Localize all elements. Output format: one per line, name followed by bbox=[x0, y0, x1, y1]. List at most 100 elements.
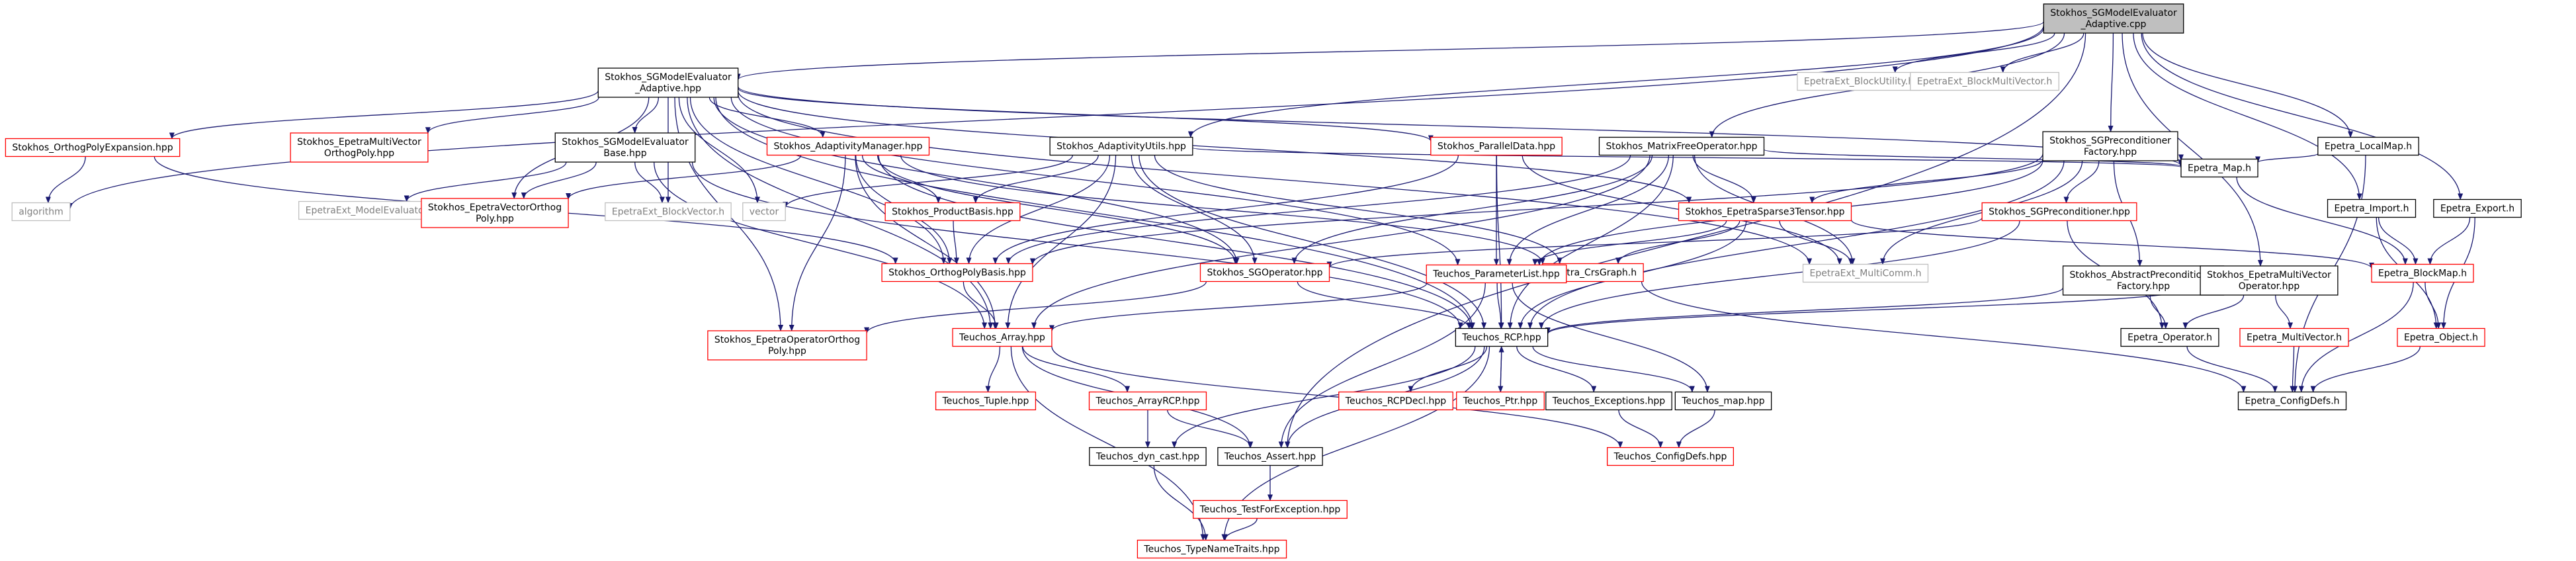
edge-mfop-to-paramlist bbox=[1506, 155, 1670, 266]
node-teuchos-rcp[interactable]: Teuchos_RCP.hpp bbox=[1455, 327, 1549, 347]
node-label: Stokhos_AdaptivityManager.hpp bbox=[774, 142, 923, 152]
node-box bbox=[2062, 265, 2225, 296]
node-teuchos-exc[interactable]: Teuchos_Exceptions.hpp bbox=[1545, 391, 1672, 411]
node-paramlist[interactable]: Teuchos_ParameterList.hpp bbox=[1426, 264, 1567, 284]
edge-paralleldata-to-orthopolybasis bbox=[992, 155, 1459, 265]
edge-paramlist-to-teuchos-map bbox=[1512, 282, 1710, 393]
node-ep-import[interactable]: Epetra_Import.h bbox=[2327, 198, 2417, 218]
edge-root-to-ep-import bbox=[2133, 32, 2362, 200]
node-adaptutils[interactable]: Stokhos_AdaptivityUtils.hpp bbox=[1049, 136, 1193, 156]
node-teuchos-map[interactable]: Teuchos_map.hpp bbox=[1674, 391, 1772, 411]
node-teuchos-testexc[interactable]: Teuchos_TestForException.hpp bbox=[1193, 499, 1348, 519]
node-vector[interactable]: vector bbox=[742, 202, 786, 222]
node-epsparse3[interactable]: Stokhos_EpetraSparse3Tensor.hpp bbox=[1678, 202, 1852, 222]
node-label: EpetraExt_MultiComm.h bbox=[1810, 269, 1922, 279]
node-teuchos-arrayrcp[interactable]: Teuchos_ArrayRCP.hpp bbox=[1088, 391, 1207, 411]
node-box bbox=[2200, 265, 2339, 296]
node-label: Teuchos_ParameterList.hpp bbox=[1432, 269, 1560, 280]
edge-adaptmgr-to-epop-orthopoly bbox=[789, 155, 846, 331]
node-ep-blockmap[interactable]: Epetra_BlockMap.h bbox=[2371, 263, 2474, 283]
node-epext-blockvec[interactable]: EpetraExt_BlockVector.h bbox=[605, 202, 732, 222]
node-algorithm[interactable]: algorithm bbox=[11, 202, 71, 222]
node-box bbox=[1456, 391, 1545, 411]
node-box bbox=[5, 138, 181, 157]
node-label: Stokhos_SGOperator.hpp bbox=[1207, 268, 1323, 279]
node-epext-me[interactable]: EpetraExt_ModelEvaluator.h bbox=[298, 200, 443, 220]
edge-root-to-adaptutils bbox=[1188, 27, 2044, 138]
node-sgop[interactable]: Stokhos_SGOperator.hpp bbox=[1199, 263, 1330, 282]
node-teuchos-tuple[interactable]: Teuchos_Tuple.hpp bbox=[935, 391, 1037, 411]
edge-root-to-sgme-adapt-hpp bbox=[736, 21, 2044, 81]
node-mfop[interactable]: Stokhos_MatrixFreeOperator.hpp bbox=[1598, 136, 1765, 156]
node-box bbox=[1545, 391, 1672, 411]
edge-epmv-op-to-ep-operator bbox=[2182, 294, 2245, 329]
edge-ep-object-to-ep-configdefs bbox=[2310, 346, 2421, 393]
node-teuchos-array[interactable]: Teuchos_Array.hpp bbox=[952, 327, 1052, 347]
node-ep-export[interactable]: Epetra_Export.h bbox=[2433, 198, 2522, 218]
node-epext-blockmv[interactable]: EpetraExt_BlockMultiVector.h bbox=[1910, 71, 2059, 91]
node-adaptmgr[interactable]: Stokhos_AdaptivityManager.hpp bbox=[766, 136, 930, 156]
node-box bbox=[707, 330, 867, 361]
edge-ep-map-to-ep-blockmap bbox=[2236, 177, 2408, 265]
node-ep-operator[interactable]: Epetra_Operator.h bbox=[2120, 327, 2219, 347]
node-teuchos-typename[interactable]: Teuchos_TypeNameTraits.hpp bbox=[1137, 539, 1287, 559]
node-teuchos-configdefs[interactable]: Teuchos_ConfigDefs.hpp bbox=[1606, 447, 1735, 466]
edge-sgme-base-to-teuchos-array bbox=[654, 161, 988, 329]
node-epext-blockutil[interactable]: EpetraExt_BlockUtility.h bbox=[1797, 71, 1921, 91]
node-ep-object[interactable]: Epetra_Object.h bbox=[2397, 327, 2485, 347]
node-ep-localmap[interactable]: Epetra_LocalMap.h bbox=[2317, 136, 2419, 156]
node-box bbox=[2043, 3, 2184, 34]
node-box bbox=[1598, 136, 1765, 156]
node-box bbox=[298, 200, 443, 220]
node-absprec-fact[interactable]: Stokhos_AbstractPreconditionerFactory.hp… bbox=[2062, 265, 2225, 296]
edge-adaptutils-to-orthopolybasis bbox=[966, 155, 1111, 265]
node-sgme-adapt-hpp[interactable]: Stokhos_SGModelEvaluator_Adaptive.hpp bbox=[597, 67, 739, 98]
edge-sgme-adapt-hpp-to-orthopolybasis bbox=[689, 97, 947, 265]
node-epext-multicomm[interactable]: EpetraExt_MultiComm.h bbox=[1802, 263, 1929, 283]
edge-adaptmgr-to-teuchos-array bbox=[855, 155, 998, 329]
node-label: Stokhos_AbstractPreconditioner bbox=[2070, 270, 2217, 280]
node-box bbox=[1797, 71, 1921, 91]
node-ep-multivector[interactable]: Epetra_MultiVector.h bbox=[2239, 327, 2349, 347]
node-label: Epetra_Object.h bbox=[2404, 333, 2478, 343]
node-label: Factory.hpp bbox=[2084, 147, 2137, 157]
node-box bbox=[881, 263, 1033, 282]
node-box bbox=[1981, 202, 2137, 222]
node-teuchos-ptr[interactable]: Teuchos_Ptr.hpp bbox=[1456, 391, 1545, 411]
node-rcpdecl[interactable]: Teuchos_RCPDecl.hpp bbox=[1338, 391, 1453, 411]
node-box bbox=[1199, 263, 1330, 282]
node-prodbasis[interactable]: Stokhos_ProductBasis.hpp bbox=[884, 202, 1021, 222]
node-teuchos-dyncast[interactable]: Teuchos_dyn_cast.hpp bbox=[1089, 447, 1207, 466]
node-label: Stokhos_AdaptivityUtils.hpp bbox=[1056, 142, 1186, 152]
edge-sgprec-fact-to-teuchos-rcp bbox=[1527, 160, 2065, 329]
node-label: Base.hpp bbox=[603, 148, 646, 159]
node-ep-map[interactable]: Epetra_Map.h bbox=[2180, 158, 2258, 178]
node-box bbox=[884, 202, 1021, 222]
node-box bbox=[1910, 71, 2059, 91]
node-ep-configdefs[interactable]: Epetra_ConfigDefs.h bbox=[2237, 391, 2347, 411]
node-paralleldata[interactable]: Stokhos_ParallelData.hpp bbox=[1430, 136, 1563, 156]
node-box bbox=[2237, 391, 2347, 411]
node-label: Stokhos_OrthogPolyBasis.hpp bbox=[888, 268, 1026, 279]
edge-epmv-op-to-ep-multivector bbox=[2275, 294, 2294, 329]
node-label: Stokhos_SGModelEvaluator bbox=[2050, 8, 2177, 19]
node-box bbox=[290, 132, 429, 163]
node-sgprec[interactable]: Stokhos_SGPreconditioner.hpp bbox=[1981, 202, 2137, 222]
edge-root-to-algorithm bbox=[67, 24, 2044, 210]
node-teuchos-assert[interactable]: Teuchos_Assert.hpp bbox=[1217, 447, 1323, 466]
node-orthopolyexp[interactable]: Stokhos_OrthogPolyExpansion.hpp bbox=[5, 138, 181, 157]
node-orthopolybasis[interactable]: Stokhos_OrthogPolyBasis.hpp bbox=[881, 263, 1033, 282]
edge-teuchos-array-to-teuchos-arrayrcp bbox=[1022, 346, 1131, 393]
edge-paramlist-to-teuchos-array bbox=[1049, 282, 1428, 332]
node-box bbox=[1338, 391, 1453, 411]
node-box bbox=[605, 202, 732, 222]
node-root[interactable]: Stokhos_SGModelEvaluator_Adaptive.cpp bbox=[2043, 3, 2184, 34]
nodes-layer: Stokhos_SGModelEvaluator_Adaptive.cppSto… bbox=[5, 3, 2522, 559]
edge-teuchos-rcp-to-teuchos-map bbox=[1532, 346, 1695, 393]
